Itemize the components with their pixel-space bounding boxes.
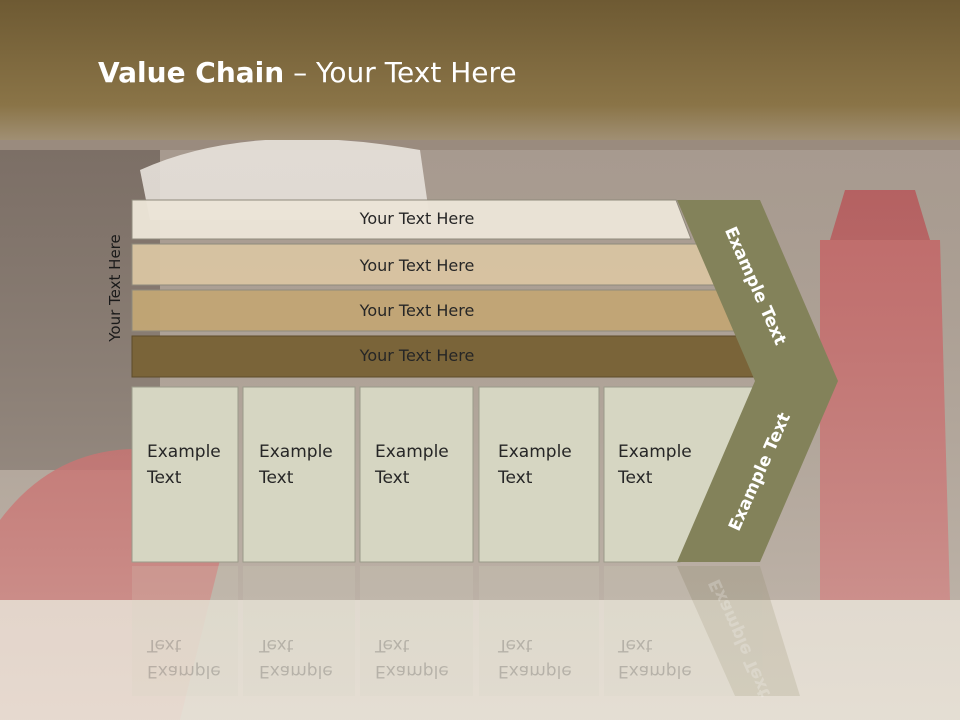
page-title: Value Chain – Your Text Here [98, 56, 517, 89]
reflection [132, 566, 800, 696]
bar-label-3: Your Text Here [359, 301, 475, 320]
box-3 [359, 386, 474, 563]
title-bold: Value Chain [98, 56, 285, 89]
bar-label-4: Your Text Here [359, 346, 475, 365]
bar-1 [131, 199, 692, 240]
chevron-arrow [677, 200, 838, 562]
box-1 [131, 386, 239, 563]
bar-label-2: Your Text Here [359, 256, 475, 275]
bar-label-1: Your Text Here [359, 209, 475, 228]
box-4 [478, 386, 600, 563]
box-2 [242, 386, 356, 563]
title-rest: – Your Text Here [284, 56, 517, 89]
